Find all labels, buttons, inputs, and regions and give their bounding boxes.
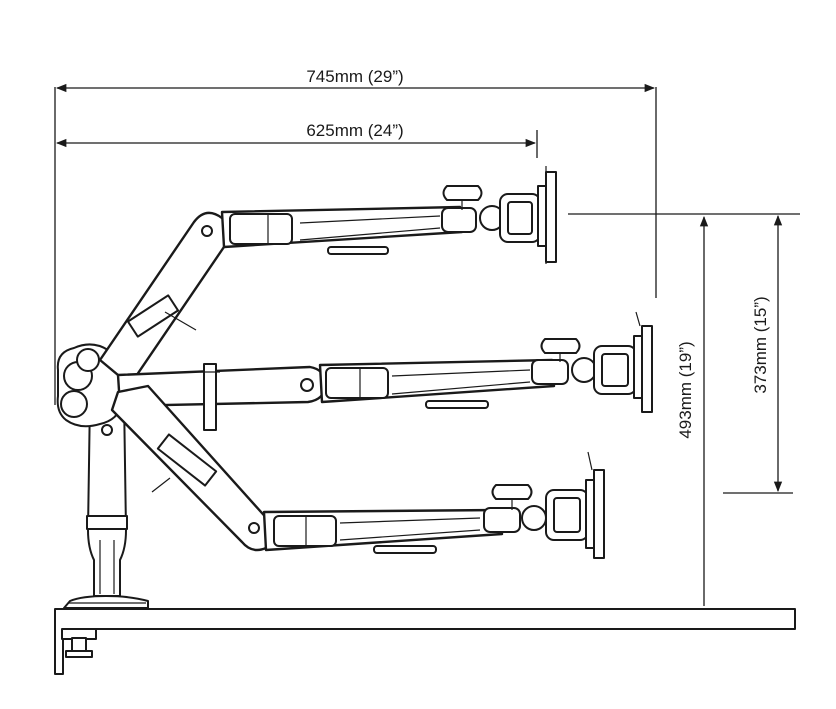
dimension-label-reach-inner: 625mm (24”) (306, 121, 403, 140)
lower-arm-assembly (110, 384, 605, 559)
dimension-height-total: 493mm (19”) (568, 213, 800, 606)
dimension-reach-max: 745mm (29”) (54, 67, 657, 405)
dimension-height-range: 373mm (15”) (723, 214, 793, 494)
base-plate (63, 595, 149, 609)
upper-arm-assembly (98, 166, 557, 387)
desk-surface (54, 608, 796, 675)
pole (86, 381, 128, 597)
middle-arm-assembly (116, 311, 653, 431)
desk-clamp (61, 628, 97, 658)
dimension-label-height-total: 493mm (19”) (676, 341, 695, 438)
dimension-reach-inner: 625mm (24”) (55, 121, 538, 158)
dimension-label-reach-max: 745mm (29”) (306, 67, 403, 86)
dimension-label-height-range: 373mm (15”) (751, 296, 770, 393)
